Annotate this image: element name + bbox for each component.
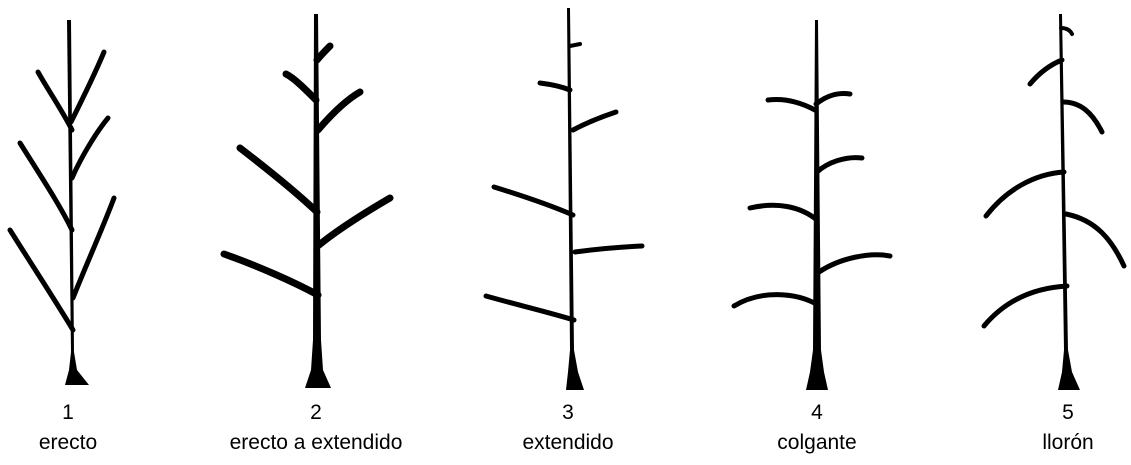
tree-3-label: extendido: [522, 431, 614, 454]
tree-4-trunk: [806, 20, 828, 390]
tree-2-branch: [282, 70, 320, 104]
tree-2-trunk: [305, 14, 331, 388]
tree-4-branch: [747, 202, 820, 223]
tree-1-number: 1: [62, 401, 74, 424]
tree-2-label: erecto a extendido: [229, 431, 403, 454]
tree-5-caption: 5 llorón: [948, 398, 1131, 458]
tree-4-branch: [765, 97, 818, 113]
tree-3-branch: [568, 42, 582, 48]
tree-5-branch: [983, 169, 1067, 219]
tree-2-number: 2: [310, 401, 322, 424]
tree-1-trunk: [65, 20, 89, 385]
tree-3-branch: [483, 293, 577, 323]
tree-5-weeping: [981, 14, 1127, 390]
tree-5-trunk: [1058, 14, 1080, 390]
tree-5-branch: [981, 283, 1070, 329]
tree-2-caption: 2 erecto a extendido: [196, 398, 436, 458]
tree-4-number: 4: [811, 401, 823, 424]
tree-4-caption: 4 colgante: [697, 398, 937, 458]
tree-3-branch: [537, 80, 573, 93]
tree-1-branch: [7, 227, 76, 333]
tree-3-number: 3: [562, 401, 574, 424]
tree-5-branch: [1027, 57, 1065, 87]
tree-1-branch: [17, 140, 75, 233]
tree-3-caption: 3 extendido: [448, 398, 688, 458]
tree-4-pendulous: [731, 20, 893, 390]
tree-1-caption: 1 erecto: [0, 398, 188, 458]
tree-4-branch: [813, 91, 853, 107]
tree-3-trunk: [566, 8, 584, 390]
tree-1-branch: [68, 49, 107, 125]
tree-2-branch: [220, 250, 322, 299]
tree-4-label: colgante: [777, 431, 857, 454]
tree-1-branch: [35, 69, 75, 133]
tree-2-branch: [314, 88, 364, 134]
tree-1-branch: [69, 115, 111, 181]
tree-5-number: 5: [1062, 401, 1074, 424]
tree-1-branch: [70, 195, 117, 301]
tree-5-branch: [1059, 26, 1074, 36]
tree-5-label: llorón: [1042, 431, 1094, 454]
tree-4-branch: [816, 252, 893, 275]
tree-3-branch: [491, 184, 576, 218]
tree-4-branch: [814, 155, 865, 175]
tree-3-spreading: [483, 8, 645, 390]
tree-1-erect: [7, 20, 117, 385]
tree-3-branch: [572, 243, 645, 255]
tree-3-branch: [570, 109, 619, 133]
tree-2-branch: [236, 144, 321, 216]
tree-1-label: erecto: [38, 431, 98, 454]
tree-2-branch: [315, 194, 394, 249]
tree-2-erect-to-spreading: [220, 14, 394, 388]
tree-4-branch: [731, 292, 821, 309]
tree-2-branch: [313, 42, 334, 64]
tree-5-branch: [1060, 99, 1105, 135]
tree-5-branch: [1063, 211, 1127, 269]
